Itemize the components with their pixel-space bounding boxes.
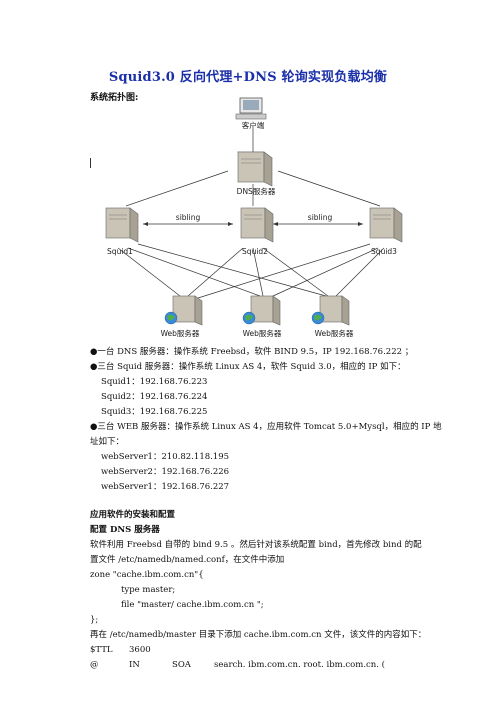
edge-squid1-web2 — [127, 247, 261, 297]
dns-server-icon — [237, 151, 273, 187]
squid2-label: Squid2 — [242, 247, 268, 256]
dns-label: DNS服务器 — [237, 186, 276, 196]
document-title: Squid3.0 反向代理+DNS 轮询实现负载均衡 — [108, 70, 388, 85]
squid1-ip: Squid1：192.168.76.223 — [101, 377, 208, 387]
edge-squid1-web3 — [137, 243, 327, 297]
web1-server-icon — [164, 295, 203, 326]
squid1-server-icon — [105, 207, 139, 243]
zone-ttl-key: $TTL — [90, 645, 113, 655]
squid2-ip: Squid2：192.168.76.224 — [101, 392, 208, 402]
zone-soa-origin: @ — [90, 660, 99, 670]
web-bullet-line1: ●三台 WEB 服务器：操作系统 Linux AS 4，应用软件 Tomcat … — [90, 422, 442, 432]
web2-server-icon — [242, 295, 281, 326]
edge-squid2-web3 — [262, 247, 329, 297]
paragraph-line3: 再在 /etc/namedb/master 目录下添加 cache.ibm.co… — [90, 630, 427, 640]
squid3-label: Squid3 — [371, 247, 397, 256]
edge-squid3-web2 — [272, 247, 379, 297]
edge-squid2-web2 — [252, 247, 264, 297]
web2-label: Web服务器 — [243, 328, 282, 338]
paragraph-line2: 置文件 /etc/namedb/named.conf，在文件中添加 — [90, 555, 285, 565]
edge-squid2-web1 — [187, 247, 244, 297]
squid1-label: Squid1 — [107, 247, 133, 256]
topology-heading: 系统拓扑图: — [90, 93, 139, 103]
web1-label: Web服务器 — [161, 328, 200, 338]
zone-soa-type: SOA — [172, 660, 191, 670]
web2-ip: webServer2：192.168.76.226 — [101, 467, 230, 477]
client-label: 客户端 — [242, 120, 265, 130]
web3-label: Web服务器 — [315, 328, 354, 338]
code-line1: zone "cache.ibm.com.cn"{ — [90, 570, 204, 580]
edge-dns-squid3 — [277, 170, 381, 207]
code-line3: file "master/ cache.ibm.com.cn "; — [121, 600, 264, 610]
edge-squid1-web1 — [117, 247, 181, 297]
section-subheading: 配置 DNS 服务器 — [90, 525, 160, 535]
sibling-right-label: sibling — [308, 213, 333, 222]
zone-ttl-value: 3600 — [129, 645, 151, 655]
topology-diagram: 客户端 DNS服务器 Squid1 Squid2 — [105, 97, 403, 338]
sibling-left-label: sibling — [176, 213, 201, 222]
squid3-ip: Squid3：192.168.76.225 — [101, 407, 208, 417]
edge-dns-squid1 — [125, 170, 229, 207]
edge-squid3-web1 — [197, 243, 371, 299]
web3-ip: webServer1：192.168.76.227 — [101, 482, 230, 492]
client-computer-icon — [235, 97, 267, 120]
web-bullet-line2: 址如下： — [90, 437, 125, 447]
zone-soa-record: search. ibm.com.cn. root. ibm.com.cn. ( — [214, 660, 385, 670]
web1-ip: webServer1：210.82.118.195 — [101, 452, 230, 462]
squid3-server-icon — [369, 207, 403, 243]
squid-bullet: ●三台 Squid 服务器：操作系统 Linux AS 4，软件 Squid 3… — [90, 362, 406, 372]
zone-soa-class: IN — [129, 660, 140, 670]
paragraph-line1: 软件利用 Freebsd 自带的 bind 9.5 。然后针对该系统配置 bin… — [90, 540, 422, 550]
edge-squid3-web3 — [335, 247, 385, 297]
section-heading: 应用软件的安装和配置 — [90, 510, 176, 520]
dns-bullet: ●一台 DNS 服务器：操作系统 Freebsd，软件 BIND 9.5，IP … — [90, 347, 414, 357]
code-line4: }; — [90, 615, 99, 625]
squid2-server-icon — [240, 207, 274, 243]
text-cursor — [90, 158, 91, 168]
web3-server-icon — [311, 295, 350, 326]
code-line2: type master; — [121, 585, 176, 595]
